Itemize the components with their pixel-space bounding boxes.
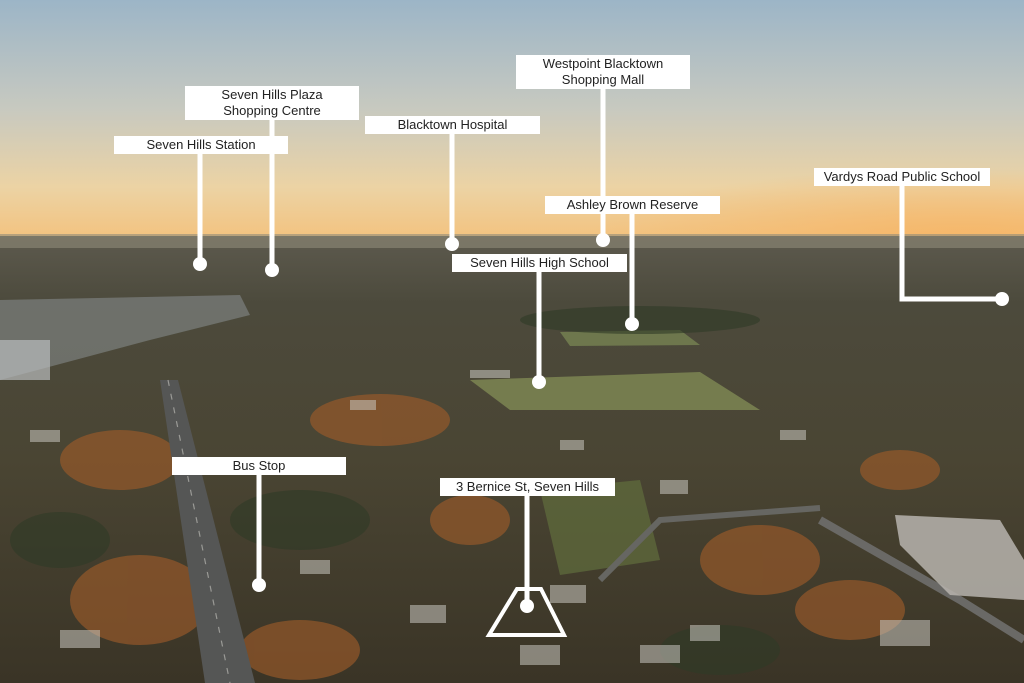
vardys-label: Vardys Road Public School xyxy=(814,168,990,186)
westpoint-label-line2: Shopping Mall xyxy=(561,72,645,87)
busstop-label: Bus Stop xyxy=(172,457,346,475)
plaza-label: Seven Hills Plaza Shopping Centre xyxy=(185,86,359,120)
westpoint-label: Westpoint Blacktown Shopping Mall xyxy=(516,55,690,89)
plaza-label-line2: Shopping Centre xyxy=(223,103,321,118)
station-label: Seven Hills Station xyxy=(114,136,288,154)
plaza-label-line1: Seven Hills Plaza xyxy=(221,87,323,102)
highschool-label: Seven Hills High School xyxy=(452,254,627,272)
hospital-label: Blacktown Hospital xyxy=(365,116,540,134)
property-label: 3 Bernice St, Seven Hills xyxy=(440,478,615,496)
ashley-label: Ashley Brown Reserve xyxy=(545,196,720,214)
westpoint-label-line1: Westpoint Blacktown xyxy=(542,56,664,71)
